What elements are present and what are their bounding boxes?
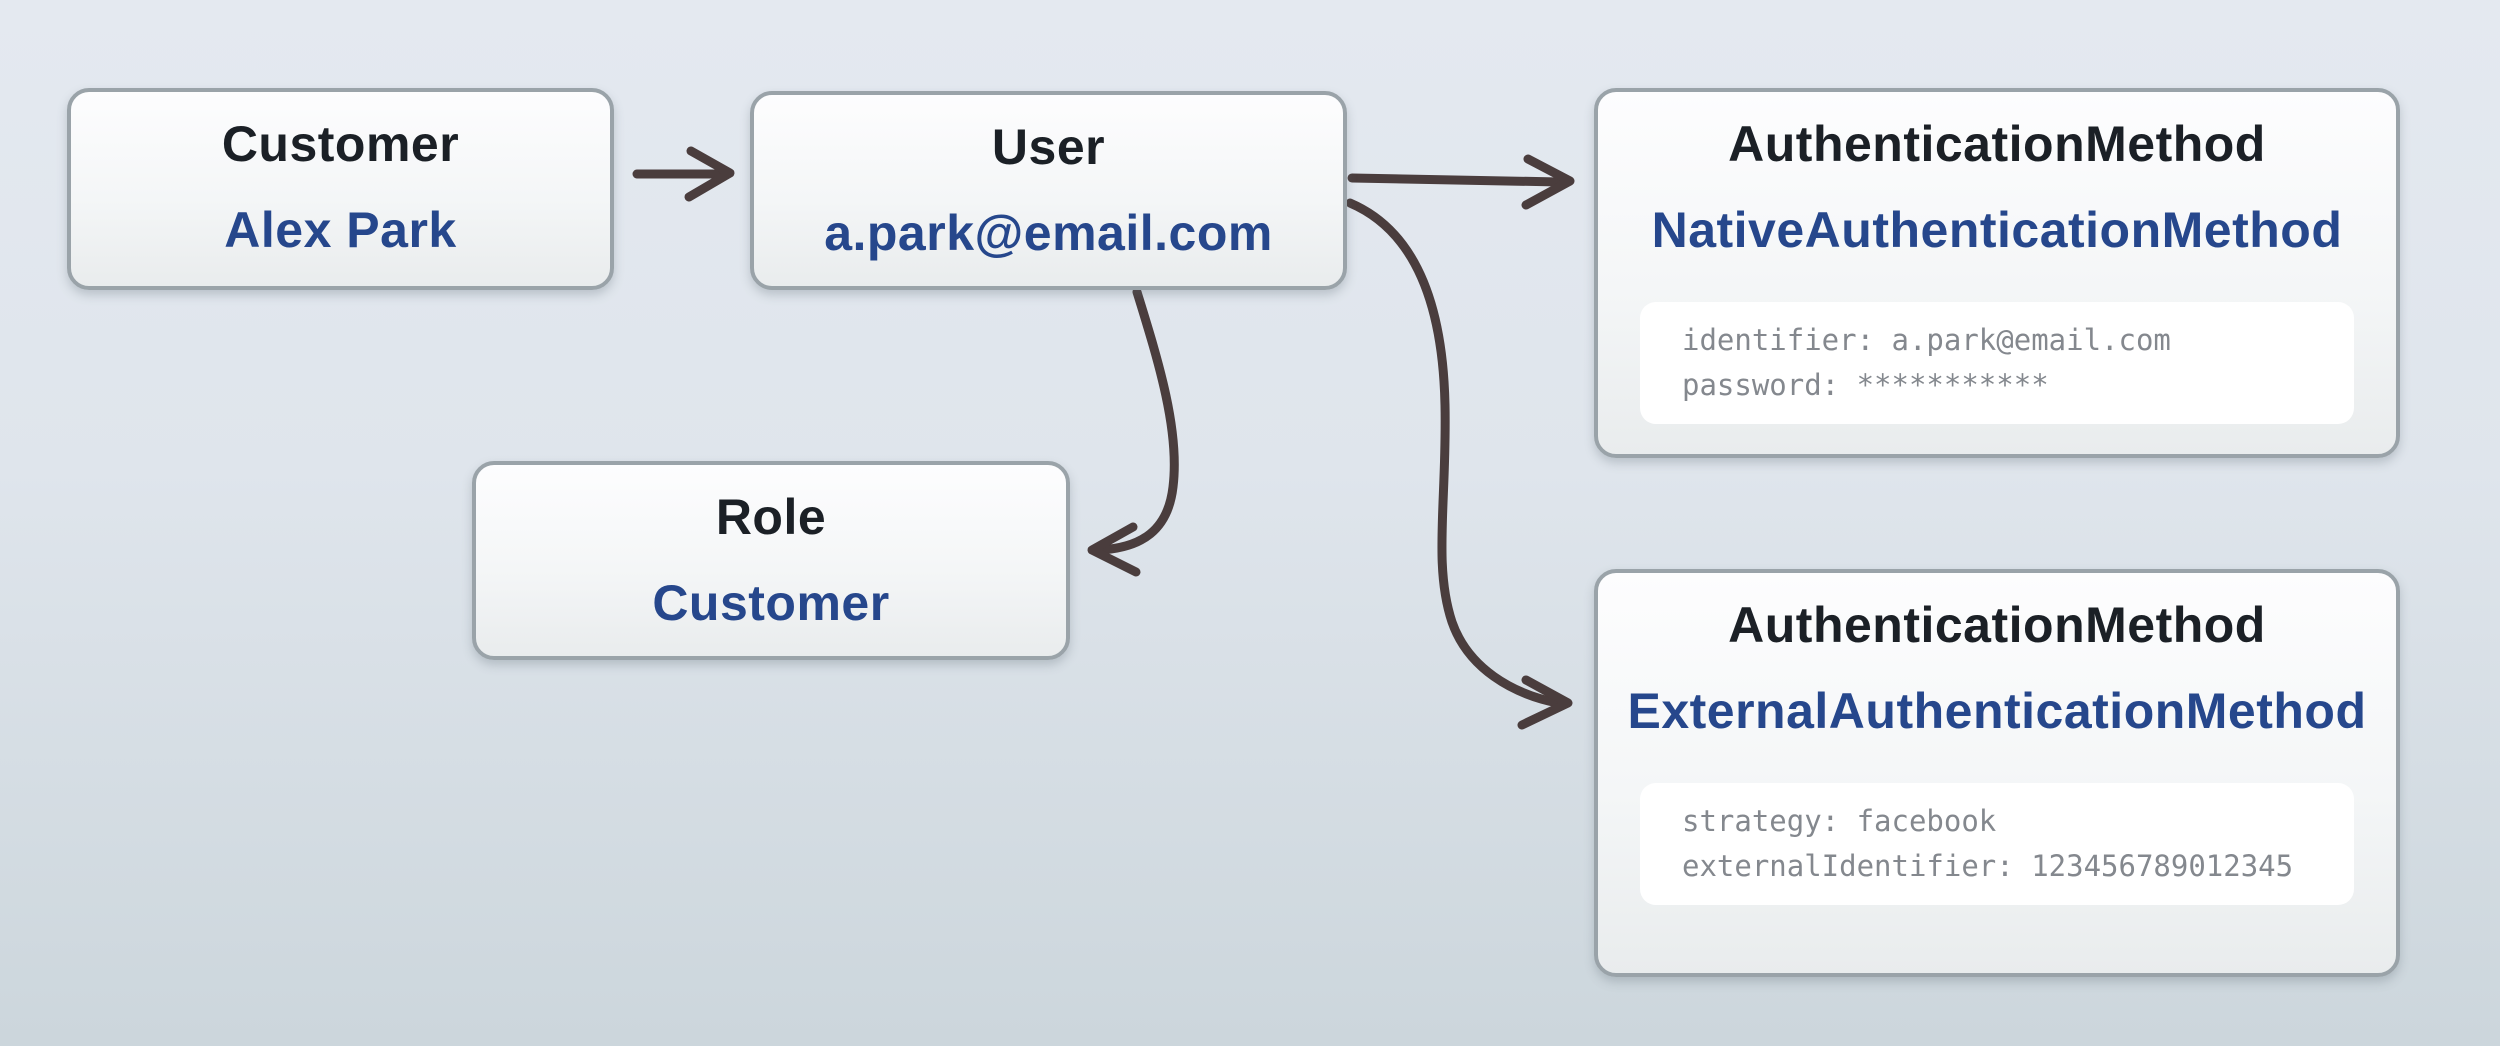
node-external-auth-title: AuthenticationMethod — [1728, 597, 2266, 653]
node-external-authentication-method: AuthenticationMethod ExternalAuthenticat… — [1594, 569, 2400, 977]
attribute-password: password: *********** — [1682, 368, 2049, 402]
arrow-customer-to-user — [632, 146, 735, 202]
node-customer-title: Customer — [221, 116, 460, 172]
attribute-strategy: strategy: facebook — [1682, 804, 1997, 838]
attribute-identifier: identifier: a.park@email.com — [1682, 323, 2171, 357]
node-user: User a.park@email.com — [750, 91, 1347, 290]
node-customer-value: Alex Park — [224, 202, 457, 258]
node-external-auth-value: ExternalAuthenticationMethod — [1627, 683, 2367, 739]
node-user-value: a.park@email.com — [824, 205, 1273, 261]
arrow-user-to-native-auth — [1347, 154, 1575, 210]
node-user-title: User — [991, 119, 1106, 175]
arrow-user-to-role — [1087, 287, 1179, 577]
node-role: Role Customer — [472, 461, 1070, 660]
node-native-auth-title: AuthenticationMethod — [1728, 116, 2266, 172]
node-native-auth-value: NativeAuthenticationMethod — [1651, 202, 2343, 258]
node-role-value: Customer — [652, 575, 890, 631]
arrow-user-to-external-auth — [1345, 198, 1573, 730]
attribute-external-identifier: externalIdentifier: 123456789012345 — [1682, 849, 2294, 883]
native-auth-attributes-panel: identifier: a.park@email.com password: *… — [1640, 302, 2354, 424]
external-auth-attributes-panel: strategy: facebook externalIdentifier: 1… — [1640, 783, 2354, 905]
node-role-title: Role — [715, 489, 827, 545]
node-customer: Customer Alex Park — [67, 88, 614, 290]
node-native-authentication-method: AuthenticationMethod NativeAuthenticatio… — [1594, 88, 2400, 458]
